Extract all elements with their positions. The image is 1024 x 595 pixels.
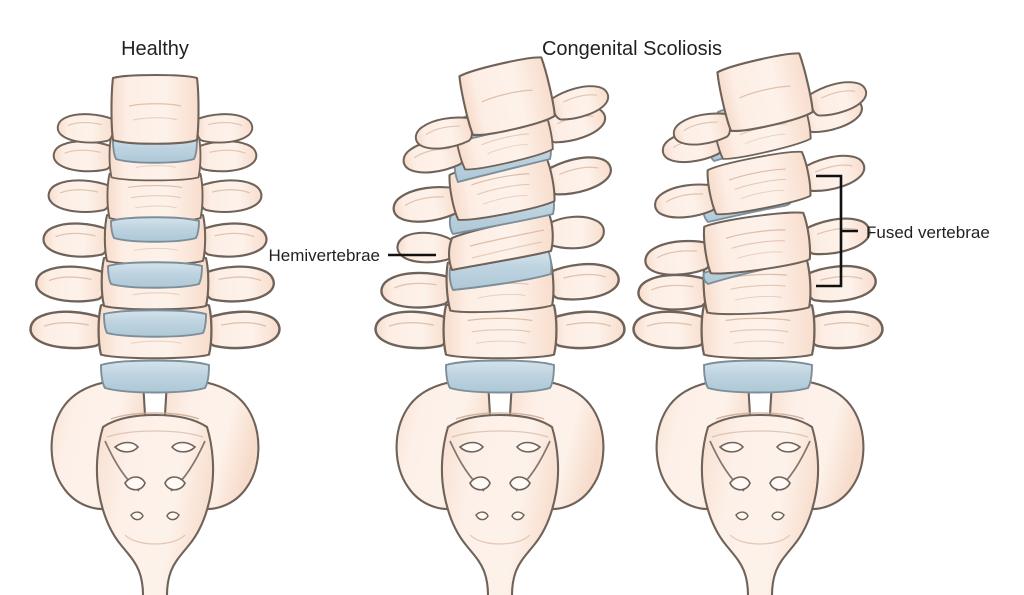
vertebra-fused-top	[669, 52, 871, 152]
title-congenital-scoliosis: Congenital Scoliosis	[542, 38, 722, 60]
disc-fused-6	[703, 359, 813, 394]
disc-hemi-6	[445, 359, 555, 394]
label-hemivertebrae: Hemivertebrae	[269, 246, 381, 265]
disc-healthy-4	[107, 261, 203, 289]
title-healthy: Healthy	[121, 38, 189, 60]
vertebra-hemi-top	[411, 56, 613, 156]
callout-hemivertebrae: Hemivertebrae	[269, 246, 436, 265]
specimen-hemivertebrae	[374, 56, 626, 595]
disc-healthy-6	[100, 359, 210, 394]
disc-healthy-5	[103, 309, 207, 338]
label-fused-vertebrae: Fused vertebrae	[866, 223, 990, 242]
specimen-fused	[632, 52, 884, 595]
disc-healthy-3	[110, 216, 200, 243]
callout-fused-vertebrae: Fused vertebrae	[816, 174, 990, 288]
specimen-healthy	[29, 73, 281, 595]
vertebra-healthy-top	[56, 73, 254, 145]
